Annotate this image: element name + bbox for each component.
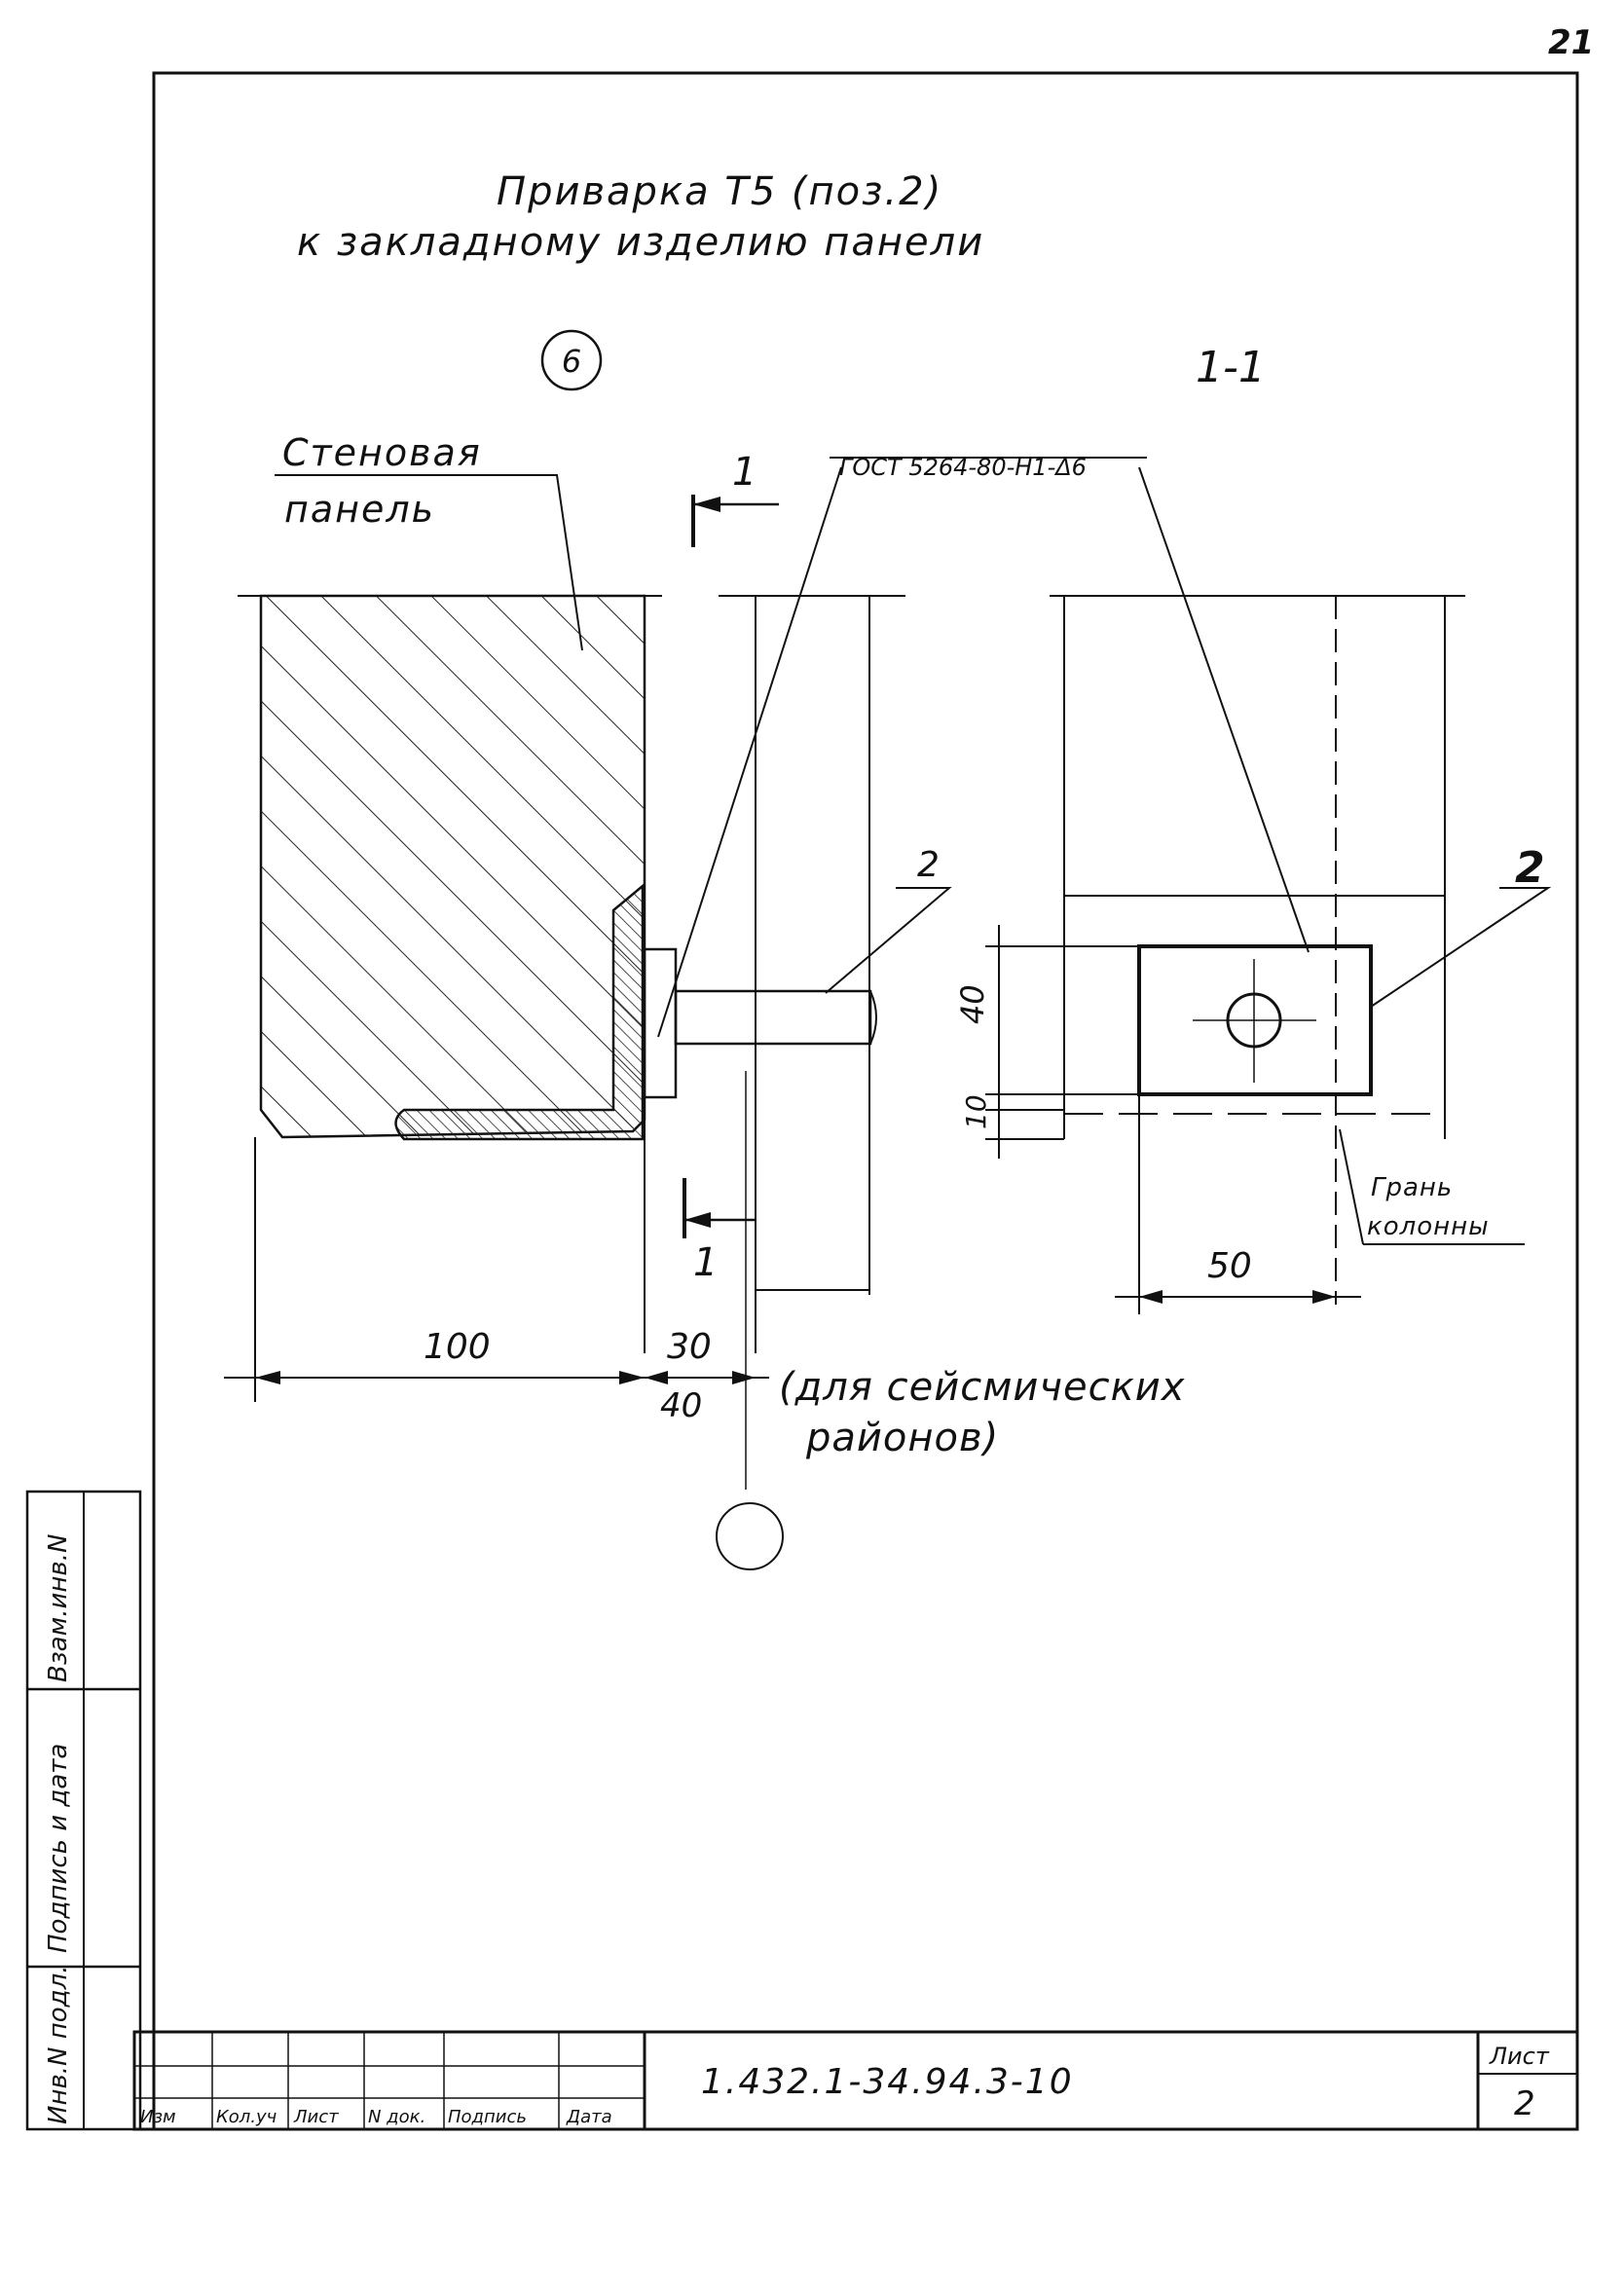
title-block-col-count: Кол.уч (216, 2107, 277, 2127)
weld-leader-right (1138, 466, 1310, 953)
title-block-col-change: Изм (140, 2107, 176, 2127)
rod-position-2 (674, 989, 872, 1046)
cut-mark-top-number: 1 (732, 450, 757, 495)
dim-arrow-3 (645, 1371, 668, 1384)
plate-position-leader (1370, 887, 1552, 1008)
dim-gap: 30 (667, 1327, 712, 1367)
dim-plate-width: 50 (1207, 1246, 1252, 1286)
dim-arrow-4 (732, 1371, 756, 1384)
rod-break-mark (869, 990, 877, 1045)
title-block-col-signature: Подпись (448, 2107, 527, 2127)
cut-mark-bottom-arrowhead (684, 1212, 711, 1228)
rod-position-leader (825, 887, 952, 994)
dim-arrow-2 (619, 1371, 645, 1384)
dim-arrow-1 (255, 1371, 280, 1384)
sheet-label: Лист (1489, 2043, 1550, 2070)
plate-front-view (1137, 944, 1373, 1096)
page-number: 21 (1548, 23, 1594, 62)
dim-arrow-5 (1139, 1290, 1163, 1304)
cut-mark-top-arrowhead (693, 497, 720, 512)
dim-panel-width: 100 (424, 1327, 491, 1367)
document-code: 1.432.1-34.94.3-10 (701, 2062, 1074, 2102)
weld-leader-left (657, 466, 842, 1038)
side-stamp-replace-inv: Взам.инв.N (44, 1534, 73, 1682)
title-block-frame (132, 2030, 1579, 2131)
embedded-angle (394, 883, 645, 1141)
plate-position-mark: 2 (1515, 843, 1545, 893)
dim-gap-seismic: 40 (660, 1386, 702, 1425)
dim-plate-height: 40 (954, 984, 991, 1024)
column-face-label-line1: Грань (1371, 1173, 1453, 1202)
title-block-col-date: Дата (566, 2107, 612, 2127)
title-block-col-sheet: Лист (293, 2107, 339, 2127)
side-stamp-original-inv: Инв.N подл. (44, 1965, 73, 2124)
wall-panel-section (259, 594, 646, 1139)
axis-marker-circle (716, 1502, 784, 1570)
seismic-note-line1: (для сейсмических (779, 1365, 1185, 1410)
node-mark-circle (540, 329, 603, 391)
node-mark-number: 6 (562, 343, 581, 380)
side-stamp-signature-date: Подпись и дата (44, 1744, 73, 1953)
section-label: 1-1 (1196, 343, 1266, 392)
sheet-number: 2 (1514, 2084, 1535, 2123)
drawing-title-line2: к закладному изделию панели (297, 220, 984, 265)
rod-position-mark: 2 (917, 845, 940, 885)
panel-label-line2: панель (284, 488, 435, 531)
panel-leader (275, 474, 583, 651)
dim-plate-offset: 10 (960, 1094, 992, 1129)
drawing-title-line1: Приварка Т5 (поз.2) (497, 169, 942, 214)
dim-arrow-6 (1312, 1290, 1336, 1304)
title-block-col-doc: N док. (368, 2107, 425, 2127)
panel-label-line1: Стеновая (282, 431, 482, 474)
column-face-leader (1339, 1128, 1364, 1245)
welded-plate (643, 947, 678, 1099)
cut-mark-bottom-number: 1 (693, 1240, 718, 1285)
seismic-note-line2: районов) (805, 1416, 999, 1460)
column-face-label-line2: колонны (1367, 1212, 1490, 1241)
